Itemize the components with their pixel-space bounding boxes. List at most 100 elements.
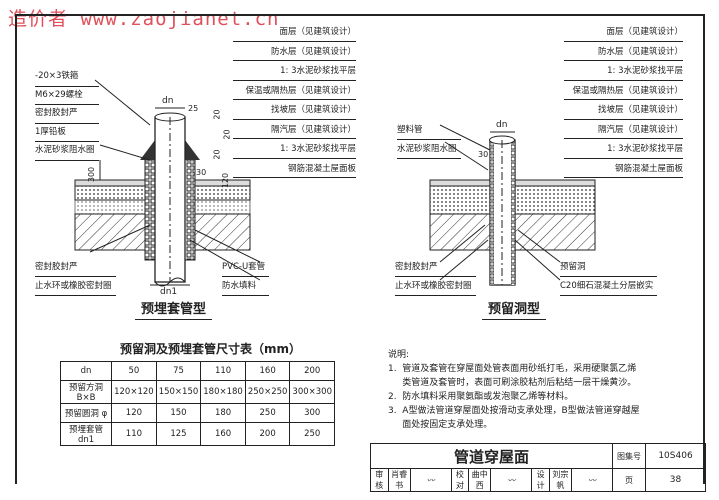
layer-label: 防水层（见建筑设计） (233, 42, 356, 61)
dim-20: 20 (212, 109, 222, 120)
signature: 〰 (490, 468, 533, 492)
callout: 水泥砂浆阻水圈 (397, 140, 461, 159)
size-table-title: 预留洞及预埋套管尺寸表（mm） (120, 342, 302, 356)
callout: 防水填料 (222, 277, 270, 296)
page-label: 页 (612, 468, 646, 492)
atlas-label: 图集号 (612, 443, 646, 469)
callout: M6×29螺栓 (35, 87, 99, 105)
right-section (429, 124, 596, 286)
title-block: 管道穿屋面 图集号 10S406 审核 肖睿书 〰 校对 曲中西 〰 设计 刘宗… (370, 443, 706, 492)
note-line: 3. A型做法管道穿屋面处按滑动支承处理，B型做法管道穿越屋 (388, 406, 640, 416)
callout: 止水环或橡胶密封圈 (35, 277, 116, 296)
note-line: 类管道及套管时，表面可刷涂胶粘剂后粘结一层干燥黄沙。 (388, 378, 637, 388)
design-label: 设计 (531, 468, 550, 492)
layer-list-left: 面层（见建筑设计） 防水层（见建筑设计） 1: 3水泥砂浆找平层 保温或隔热层（… (233, 22, 356, 178)
review-label: 审核 (370, 468, 389, 492)
table-cell: 110 (200, 361, 246, 381)
table-cell: 250 (289, 422, 335, 446)
dim-20: 20 (222, 129, 232, 140)
dim-25: 25 (188, 104, 199, 113)
table-cell: 200 (244, 422, 291, 446)
layer-label: 找坡层（见建筑设计） (233, 100, 356, 120)
notes: 说明: 1. 管道及套管在穿屋面处管表面用砂纸打毛，采用硬聚氯乙烯 类管道及套管时… (388, 348, 640, 432)
table-cell: 150 (155, 403, 202, 423)
atlas-number: 10S406 (645, 443, 706, 469)
layer-list-right: 面层（见建筑设计） 防水层（见建筑设计） 1: 3水泥砂浆找平层 保温或隔热层（… (564, 22, 683, 178)
table-cell: 200 (289, 361, 335, 381)
table-cell: 110 (111, 422, 157, 446)
table-cell: 120×120 (111, 380, 157, 404)
table-cell: 预留方洞B×B (59, 380, 113, 404)
layer-label: 找坡层（见建筑设计） (564, 100, 683, 120)
notes-heading: 说明: (388, 350, 410, 360)
table-cell: 125 (155, 422, 202, 446)
callouts-right-top: 塑料管 水泥砂浆阻水圈 (397, 121, 461, 159)
callout: 密封胶封严 (35, 105, 99, 124)
table-cell: 75 (155, 361, 202, 381)
right-drawing-title: 预留洞型 (482, 298, 547, 320)
table-cell: 160 (244, 361, 291, 381)
left-section (74, 79, 261, 287)
dim-300: 300 (87, 166, 97, 183)
table-cell: 预埋套管dn1 (59, 422, 113, 446)
callout: 1厚铅板 (35, 124, 99, 142)
callout: 预留洞 (560, 258, 658, 277)
layer-label: 钢筋混凝土屋面板 (564, 159, 683, 178)
dim-20: 20 (212, 149, 222, 160)
note-line: 1. 管道及套管在穿屋面处管表面用砂纸打毛，采用硬聚氯乙烯 (388, 364, 637, 374)
layer-label: 防水层（见建筑设计） (564, 42, 683, 61)
sheet-frame (15, 14, 705, 484)
reviewer-name: 肖睿书 (387, 468, 411, 492)
layer-label: 1: 3水泥砂浆找平层 (564, 61, 683, 81)
dim-30: 30 (196, 168, 207, 177)
watermark: 造价者 www.zaojianet.cn (8, 8, 280, 30)
note-line: 面处按固定支承处理。 (388, 420, 493, 430)
callout: 水泥砂浆阻水圈 (35, 142, 99, 161)
layer-label: 保温或隔热层（见建筑设计） (564, 81, 683, 100)
layer-label: 面层（见建筑设计） (564, 22, 683, 42)
dim-30: 30 (478, 150, 489, 159)
table-cell: 180×180 (200, 380, 246, 404)
table-cell: 250×250 (244, 380, 291, 404)
callouts-left-bottom: 密封胶封严 止水环或橡胶密封圈 (35, 258, 116, 296)
callout: PVC-U套管 (222, 258, 270, 277)
table-cell: 120 (111, 403, 157, 423)
callout: 密封胶封严 (395, 258, 476, 277)
table-cell: 180 (200, 403, 246, 423)
layer-label: 隔汽层（见建筑设计） (233, 120, 356, 139)
note-line: 2. 防水填料采用聚氨酯或发泡聚乙烯等材料。 (388, 392, 574, 402)
table-cell: 300 (289, 403, 335, 423)
dim-dn: dn (162, 96, 174, 106)
left-drawing-title: 预埋套管型 (135, 298, 213, 320)
callouts-right-bottom-right: 预留洞 C20细石混凝土分层嵌实 (560, 258, 658, 296)
callouts-left-top: -20×3铁箍 M6×29螺栓 密封胶封严 1厚铅板 水泥砂浆阻水圈 (35, 68, 99, 161)
table-cell: 50 (111, 361, 157, 381)
table-cell: 150×150 (155, 380, 202, 404)
dim-dn: dn (496, 120, 508, 130)
signature: 〰 (571, 468, 613, 492)
check-label: 校对 (450, 468, 470, 492)
table-cell: 预留圆洞 φ (59, 403, 113, 423)
table-cell: 250 (244, 403, 291, 423)
callout: -20×3铁箍 (35, 68, 99, 87)
callouts-left-bottom-right: PVC-U套管 防水填料 (222, 258, 270, 296)
table-cell: dn (59, 361, 113, 381)
table-cell: 300×300 (289, 380, 335, 404)
layer-label: 1: 3水泥砂浆找平层 (564, 139, 683, 159)
layer-label: 钢筋混凝土屋面板 (233, 159, 356, 178)
sheet-title: 管道穿屋面 (370, 443, 613, 469)
layer-label: 隔汽层（见建筑设计） (564, 120, 683, 139)
table-cell: 160 (200, 422, 246, 446)
layer-label: 保温或隔热层（见建筑设计） (233, 81, 356, 100)
layer-label: 1: 3水泥砂浆找平层 (233, 139, 356, 159)
layer-label: 1: 3水泥砂浆找平层 (233, 61, 356, 81)
signature: 〰 (409, 468, 452, 492)
checker-name: 曲中西 (468, 468, 492, 492)
dim-120: 120 (221, 172, 231, 189)
